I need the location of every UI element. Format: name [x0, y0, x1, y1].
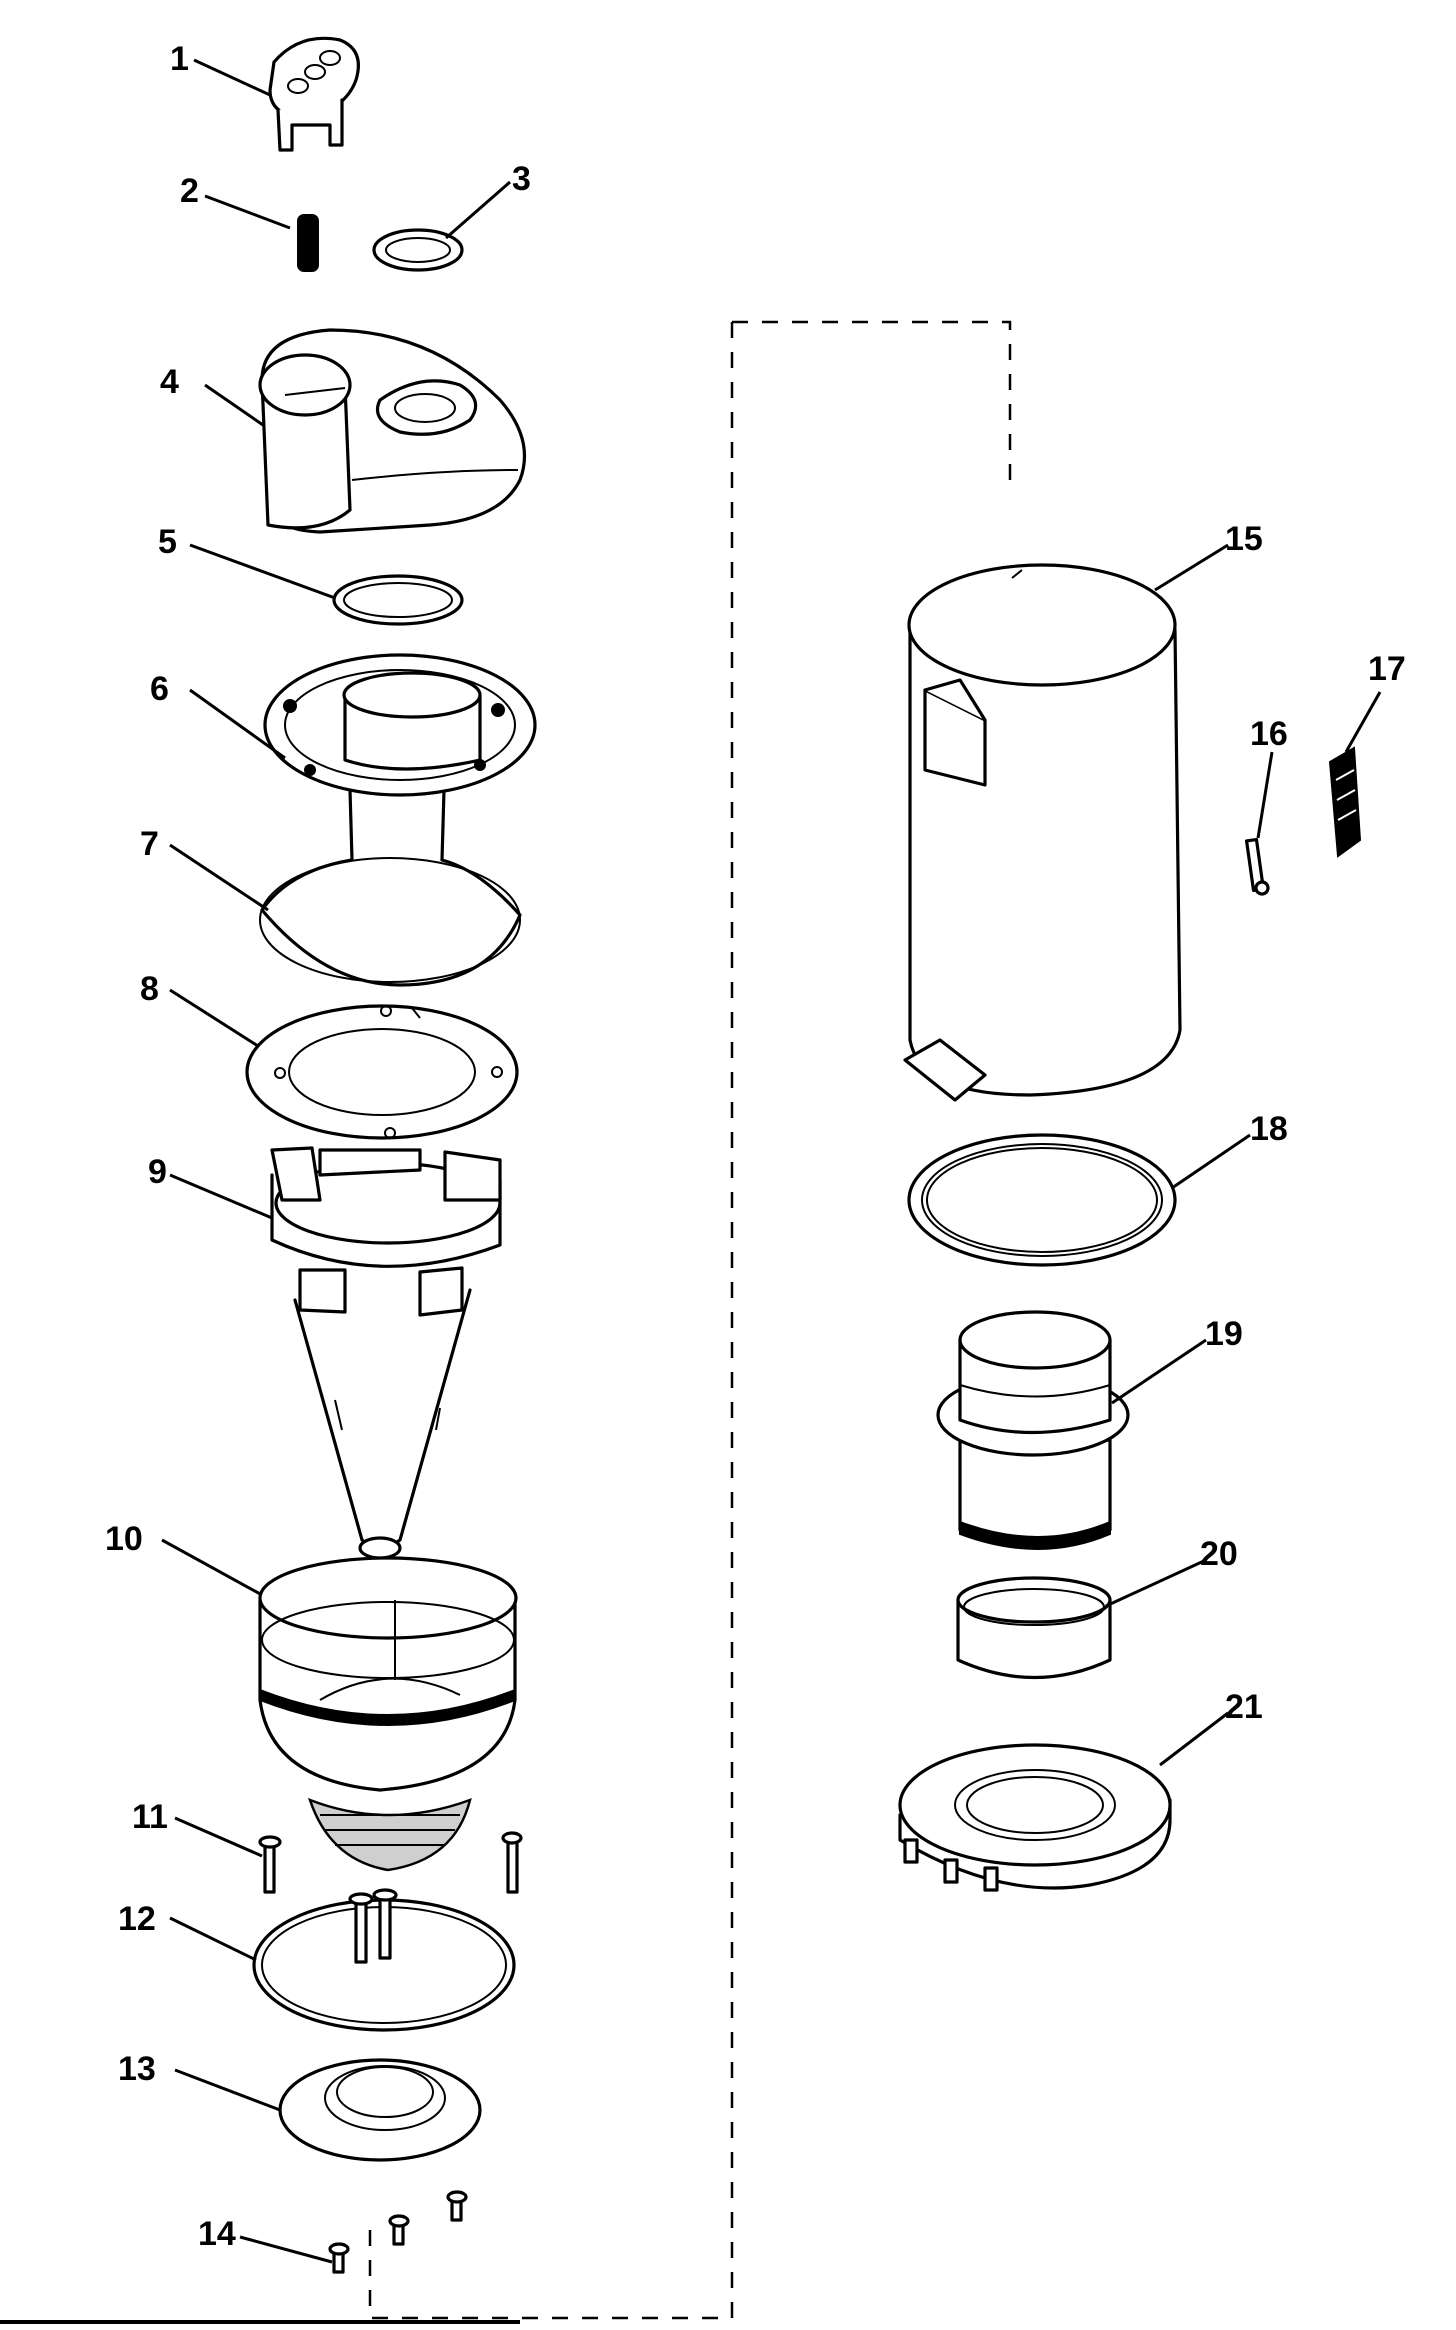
callout-2: 2	[180, 172, 199, 210]
part-10-filter-base	[258, 1556, 518, 1872]
part-15-canister-body	[903, 563, 1182, 1102]
callout-10: 10	[105, 1520, 143, 1558]
callout-12: 12	[118, 1900, 156, 1938]
callout-14: 14	[198, 2215, 236, 2253]
part-20-filter-band	[956, 1576, 1112, 1679]
callout-1: 1	[170, 40, 189, 78]
callout-20: 20	[1200, 1535, 1238, 1573]
part-1-switch-cap	[268, 36, 360, 152]
part-3-o-ring	[372, 228, 464, 272]
callout-18: 18	[1250, 1110, 1288, 1148]
part-7-conical-seal	[259, 857, 522, 987]
part-21-base-plate	[898, 1743, 1172, 1892]
part-11-screws	[258, 1831, 523, 1894]
part-18-canister-gasket	[907, 1133, 1177, 1267]
callout-8: 8	[140, 970, 159, 1008]
part-16-latch-pin	[1244, 837, 1270, 896]
callout-4: 4	[160, 363, 179, 401]
callout-3: 3	[512, 160, 531, 198]
callout-13: 13	[118, 2050, 156, 2088]
callout-11: 11	[132, 1798, 168, 1836]
leader-lines	[161, 58, 1382, 2264]
part-5-gasket	[332, 574, 464, 626]
part-12-bottom-seal	[252, 1888, 516, 2032]
part-6-motor-mount	[263, 653, 537, 882]
callout-15: 15	[1225, 520, 1263, 558]
callout-19: 19	[1205, 1315, 1243, 1353]
part-17-latch-clip	[1328, 746, 1362, 858]
part-13-retaining-ring	[278, 2058, 482, 2162]
part-14-small-screws	[328, 2190, 468, 2274]
callout-6: 6	[150, 670, 169, 708]
dashed-connector	[732, 320, 1012, 490]
callout-5: 5	[158, 523, 177, 561]
part-2-spring	[297, 214, 319, 272]
callout-numbers: 1 2 3 4 5 6 7 8 9 10 11 12 13 14 15 16 1…	[105, 40, 1406, 2253]
callout-7: 7	[140, 825, 159, 863]
callout-16: 16	[1250, 715, 1288, 753]
part-4-motor-cover	[258, 328, 527, 534]
dashed-connector	[368, 322, 734, 2320]
part-8-flat-gasket	[245, 1004, 519, 1140]
callout-17: 17	[1368, 650, 1406, 688]
part-9-cyclone-cone	[270, 1146, 502, 1560]
callout-21: 21	[1225, 1688, 1263, 1726]
part-19-filter-cartridge	[936, 1310, 1130, 1550]
callout-9: 9	[148, 1153, 167, 1191]
